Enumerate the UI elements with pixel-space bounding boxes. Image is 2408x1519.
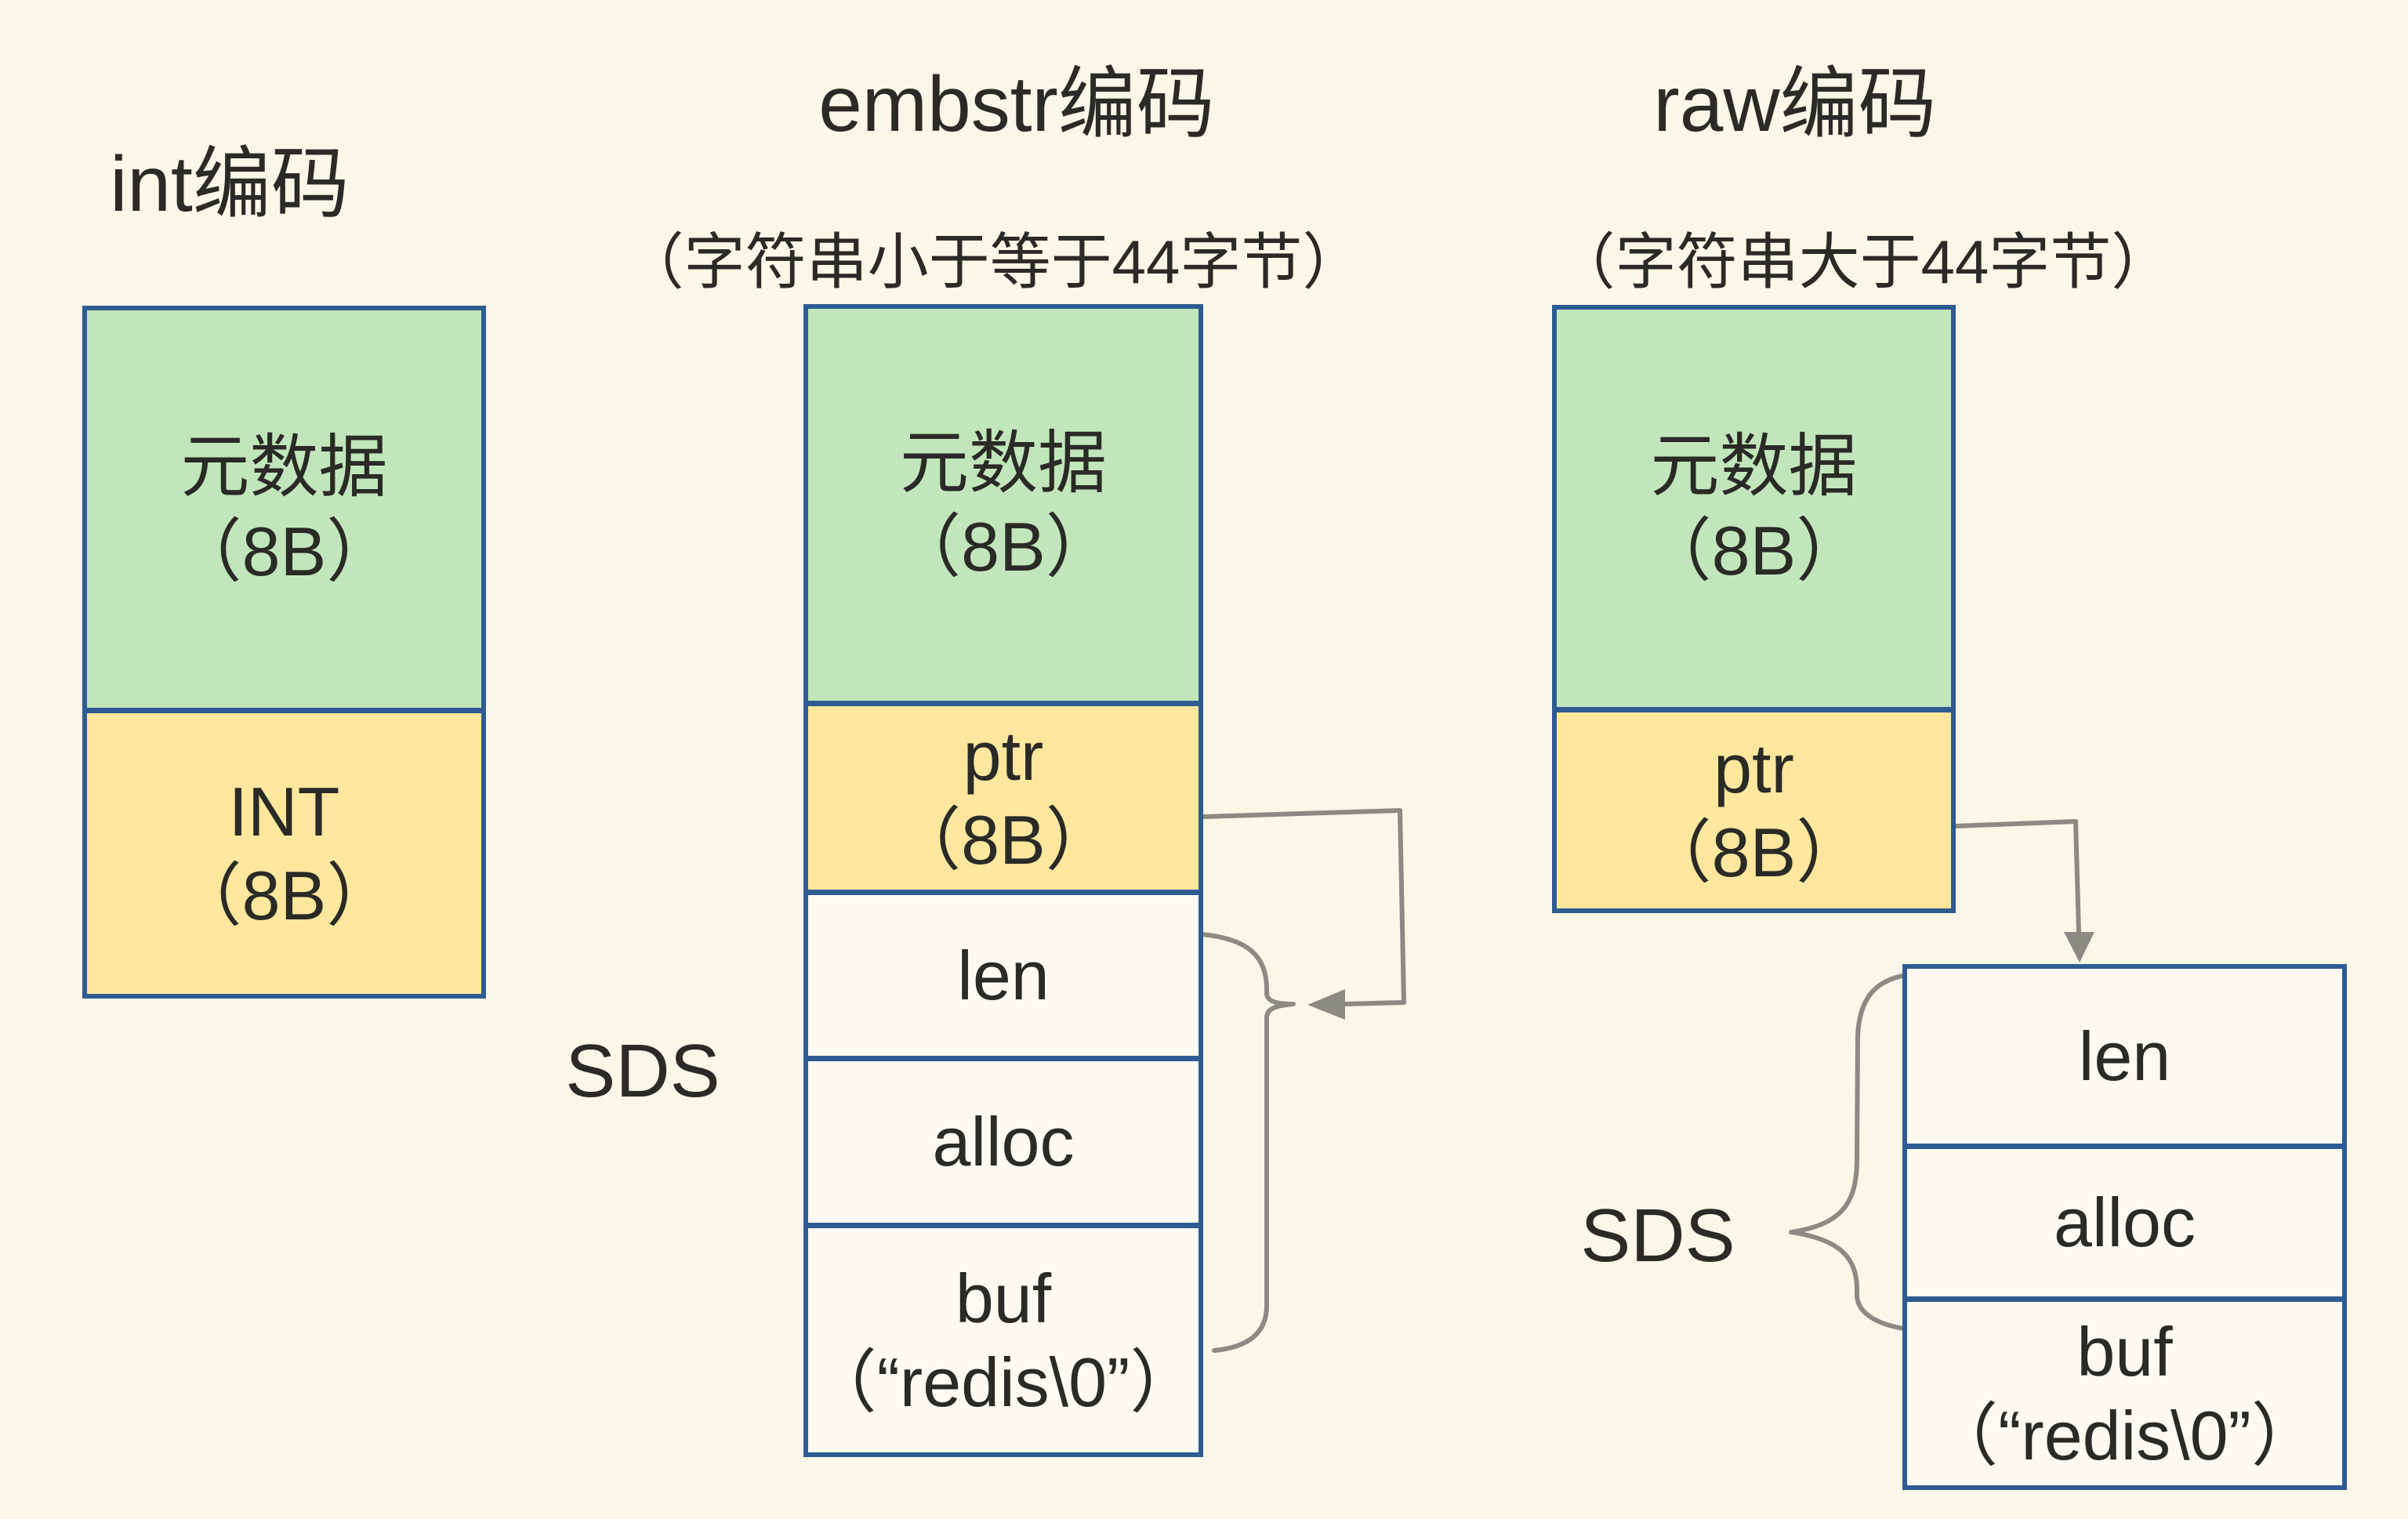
raw-buf-label: buf bbox=[2076, 1312, 2173, 1390]
embstr-metadata-size: （8B） bbox=[892, 508, 1115, 585]
raw-buf-value: （“redis\0”） bbox=[1929, 1397, 2320, 1474]
raw-ptr-size: （8B） bbox=[1642, 814, 1866, 891]
int-value-cell: INT （8B） bbox=[82, 709, 486, 999]
int-metadata-label: 元数据 bbox=[180, 428, 388, 506]
raw-ptr-arrow-line bbox=[1953, 819, 2081, 935]
raw-buf-cell: buf （“redis\0”） bbox=[1902, 1297, 2347, 1490]
embstr-sds-label: SDS bbox=[565, 1029, 720, 1113]
raw-encoding-subtitle: （字符串大于44字节） bbox=[1554, 227, 2173, 296]
embstr-metadata-cell: 元数据 （8B） bbox=[803, 304, 1203, 705]
embstr-sds-brace bbox=[1199, 932, 1296, 1353]
embstr-alloc-cell: alloc bbox=[803, 1057, 1203, 1227]
embstr-metadata-label: 元数据 bbox=[899, 423, 1107, 502]
raw-metadata-cell: 元数据 （8B） bbox=[1552, 305, 1956, 712]
embstr-ptr-arrowhead-icon bbox=[1307, 989, 1345, 1020]
raw-alloc-label: alloc bbox=[2054, 1184, 2196, 1262]
embstr-ptr-cell: ptr （8B） bbox=[803, 701, 1203, 894]
embstr-buf-value: （“redis\0”） bbox=[807, 1343, 1199, 1421]
int-metadata-cell: 元数据 （8B） bbox=[82, 306, 486, 712]
embstr-encoding-subtitle: （字符串小于等于44字节） bbox=[622, 227, 1364, 296]
embstr-len-cell: len bbox=[803, 890, 1203, 1060]
embstr-ptr-label: ptr bbox=[963, 716, 1044, 795]
raw-sds-brace bbox=[1789, 972, 1915, 1331]
embstr-buf-label: buf bbox=[955, 1259, 1052, 1337]
raw-ptr-arrowhead-icon bbox=[2064, 932, 2094, 963]
embstr-ptr-size: （8B） bbox=[892, 801, 1115, 879]
embstr-buf-cell: buf （“redis\0”） bbox=[803, 1224, 1203, 1457]
int-encoding-title: int编码 bbox=[110, 140, 350, 228]
raw-metadata-size: （8B） bbox=[1642, 511, 1866, 589]
raw-encoding-title: raw编码 bbox=[1653, 60, 1937, 148]
embstr-alloc-label: alloc bbox=[932, 1103, 1075, 1181]
embstr-ptr-arrow-line bbox=[1201, 808, 1406, 1006]
embstr-len-label: len bbox=[957, 936, 1050, 1014]
raw-len-cell: len bbox=[1902, 964, 2347, 1148]
raw-ptr-cell: ptr （8B） bbox=[1552, 708, 1956, 913]
raw-sds-label: SDS bbox=[1580, 1194, 1735, 1278]
raw-len-label: len bbox=[2078, 1017, 2171, 1095]
raw-metadata-label: 元数据 bbox=[1650, 427, 1858, 506]
int-value-size: （8B） bbox=[172, 857, 396, 934]
int-value-label: INT bbox=[228, 772, 340, 850]
raw-alloc-cell: alloc bbox=[1902, 1144, 2347, 1301]
int-metadata-size: （8B） bbox=[172, 512, 396, 590]
embstr-encoding-title: embstr编码 bbox=[818, 60, 1215, 148]
raw-ptr-label: ptr bbox=[1714, 729, 1794, 807]
